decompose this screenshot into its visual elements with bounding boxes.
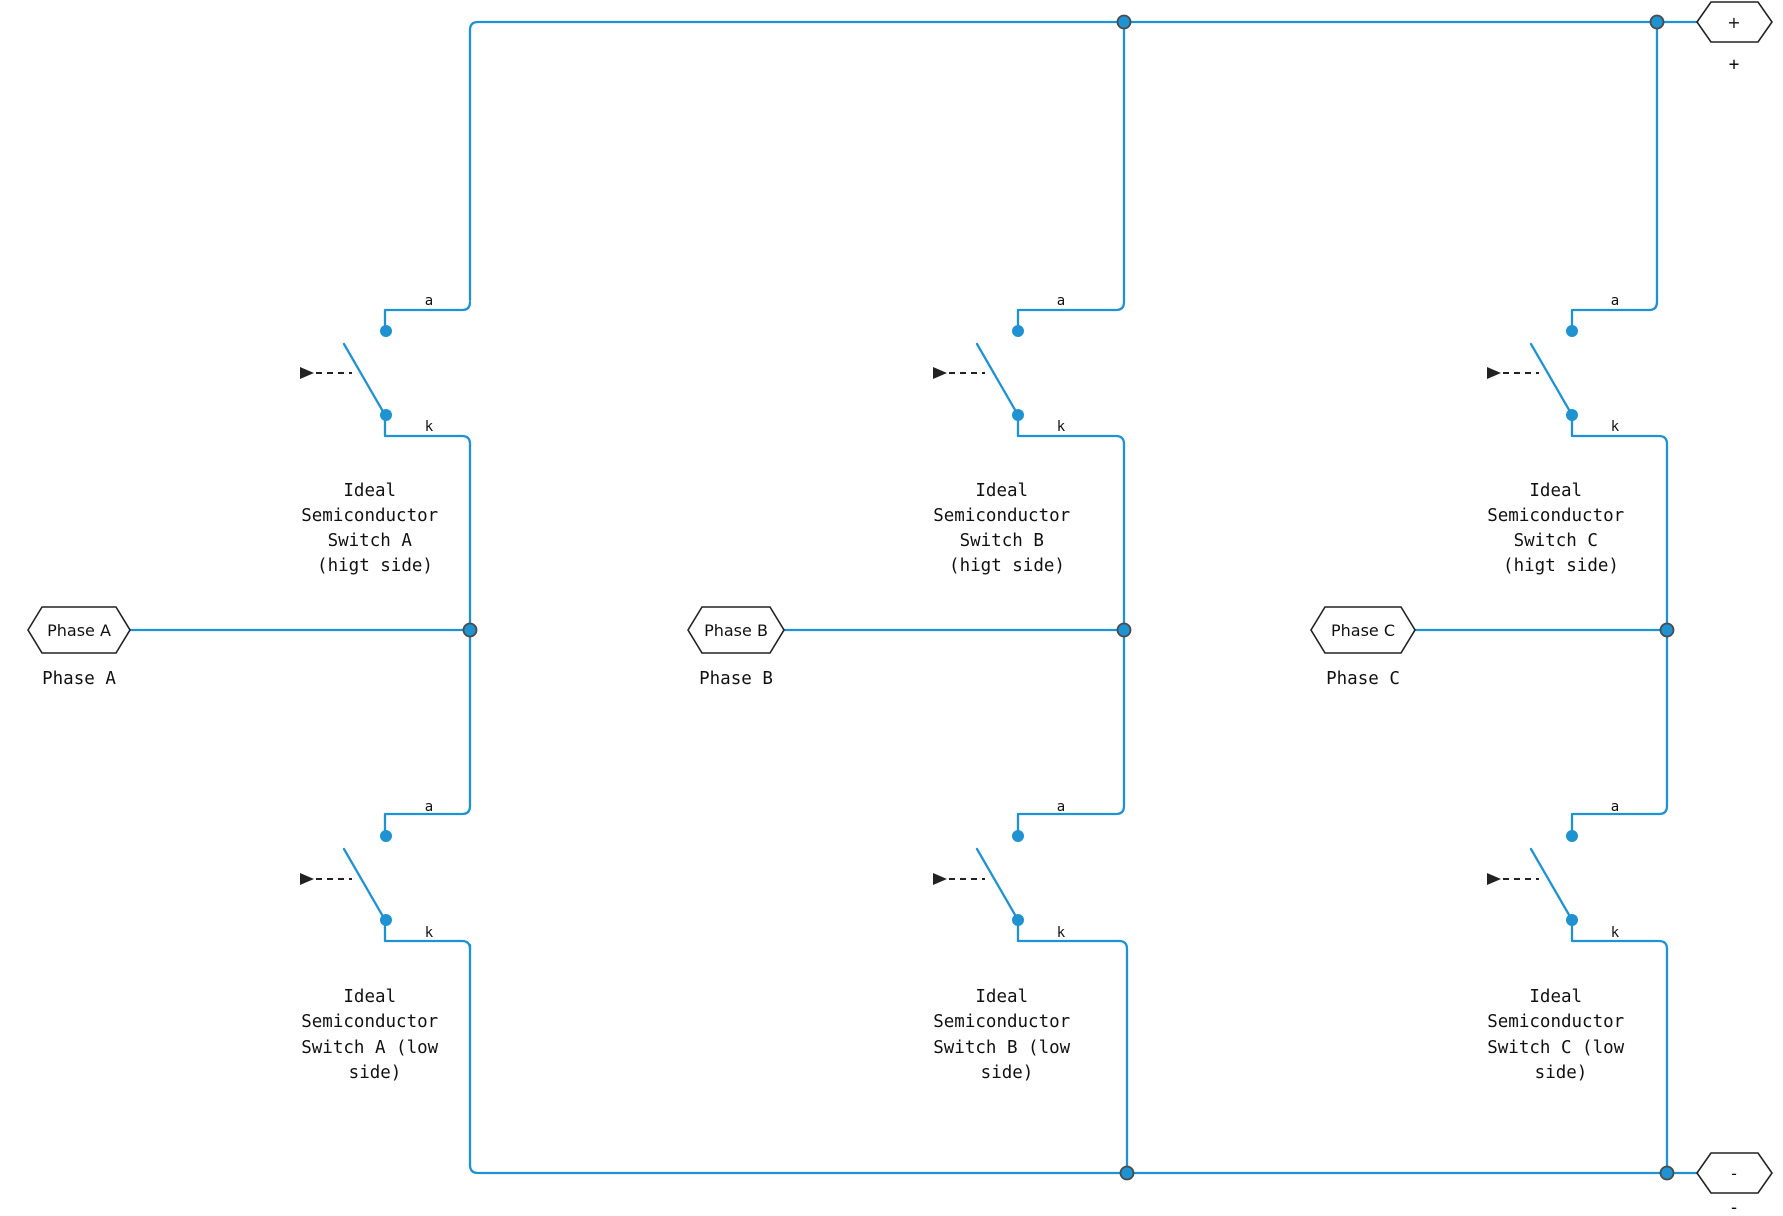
port-caption: Phase A [42,669,116,689]
switch-blade [975,847,1020,922]
leg-b-low-anode-wire [1016,628,1126,838]
port-hexagon [1310,606,1416,654]
switch-a-high[interactable]: a k Ideal Semiconductor Switch A (higt s… [300,293,449,576]
port-hexagon [27,606,131,654]
dc-minus-port[interactable]: - - [1696,1152,1773,1216]
cathode-pin [1566,409,1578,421]
leg-c-low-cathode-wire [1570,918,1669,1175]
switch-blade [342,342,387,417]
pin-label-k: k [1057,925,1066,941]
junction-dot [1116,622,1132,638]
switch-c-high[interactable]: a k Ideal Semiconductor Switch C (higt s… [1487,293,1635,576]
leg-b-low-cathode-wire [1016,918,1129,1175]
switch-label: Ideal Semiconductor Switch A (low side) [301,987,449,1083]
pin-label-a: a [1057,293,1065,309]
anode-pin [1566,830,1578,842]
leg-b-high-to-plus-wire [1016,20,1126,333]
cathode-pin [380,914,392,926]
switch-blade [342,847,387,922]
port-symbol: Phase B [704,621,768,640]
cathode-pin [1566,914,1578,926]
leg-a-high-cathode-wire [383,413,472,632]
dc-plus-port[interactable]: + + [1696,1,1773,75]
anode-pin [1012,830,1024,842]
phase-c-port[interactable]: Phase C Phase C [1310,606,1416,689]
leg-a-low-cathode-wire [383,918,472,951]
anode-pin [1566,325,1578,337]
dc-minus-bus [468,943,1699,1175]
wires [128,20,1699,1175]
pin-label-k: k [1611,419,1620,435]
anode-pin [380,325,392,337]
switch-c-low[interactable]: a k Ideal Semiconductor Switch C (low si… [1487,799,1635,1083]
leg-a-low-anode-wire [383,628,472,838]
port-hexagon [687,606,785,654]
port-caption: Phase B [699,669,773,689]
switch-blade [1529,847,1574,922]
leg-c-high-cathode-wire [1570,413,1669,632]
cathode-pin [1012,914,1024,926]
pin-label-k: k [1057,419,1066,435]
dc-plus-bus [468,20,1699,302]
control-arrow-icon [300,873,314,885]
port-caption: - [1729,1198,1740,1216]
anode-pin [380,830,392,842]
control-arrow-icon [300,367,314,379]
control-arrow-icon [1487,873,1501,885]
control-arrow-icon [933,873,947,885]
phase-b-port[interactable]: Phase B Phase B [687,606,785,689]
pin-label-a: a [1611,799,1619,815]
port-hexagon [1696,1152,1773,1194]
switch-blade [975,342,1020,417]
junction-dot [462,622,478,638]
junction-dot [1116,14,1132,30]
switch-label: Ideal Semiconductor Switch B (higt side) [933,481,1081,576]
port-symbol: Phase A [47,621,111,640]
pin-label-a: a [1611,293,1619,309]
anode-pin [1012,325,1024,337]
port-symbol: - [1731,1164,1737,1183]
switch-b-high[interactable]: a k Ideal Semiconductor Switch B (higt s… [933,293,1081,576]
leg-c-high-to-plus-wire [1570,20,1659,333]
leg-a-high-anode-wire [383,300,472,333]
pin-label-k: k [1611,925,1620,941]
junctions [462,14,1675,1181]
pin-label-k: k [425,419,434,435]
leg-c-low-anode-wire [1570,628,1669,838]
port-caption: + [1729,55,1740,75]
port-symbol: + [1727,13,1740,32]
leg-b-high-cathode-wire [1016,413,1126,632]
switch-label: Ideal Semiconductor Switch C (higt side) [1487,481,1635,576]
switch-label: Ideal Semiconductor Switch B (low side) [933,987,1081,1083]
control-arrow-icon [1487,367,1501,379]
switch-a-low[interactable]: a k Ideal Semiconductor Switch A (low si… [300,799,449,1083]
switch-label: Ideal Semiconductor Switch A (higt side) [301,481,449,576]
switch-b-low[interactable]: a k Ideal Semiconductor Switch B (low si… [933,799,1081,1083]
junction-dot [1659,622,1675,638]
junction-dot [1659,1165,1675,1181]
pin-label-k: k [425,925,434,941]
control-arrow-icon [933,367,947,379]
cathode-pin [380,409,392,421]
cathode-pin [1012,409,1024,421]
pin-label-a: a [425,293,433,309]
switch-label: Ideal Semiconductor Switch C (low side) [1487,987,1635,1083]
port-hexagon [1696,1,1773,43]
pin-label-a: a [425,799,433,815]
port-symbol: Phase C [1331,621,1395,640]
junction-dot [1119,1165,1135,1181]
junction-dot [1649,14,1665,30]
switch-blade [1529,342,1574,417]
port-caption: Phase C [1326,669,1400,689]
phase-a-port[interactable]: Phase A Phase A [27,606,131,689]
pin-label-a: a [1057,799,1065,815]
